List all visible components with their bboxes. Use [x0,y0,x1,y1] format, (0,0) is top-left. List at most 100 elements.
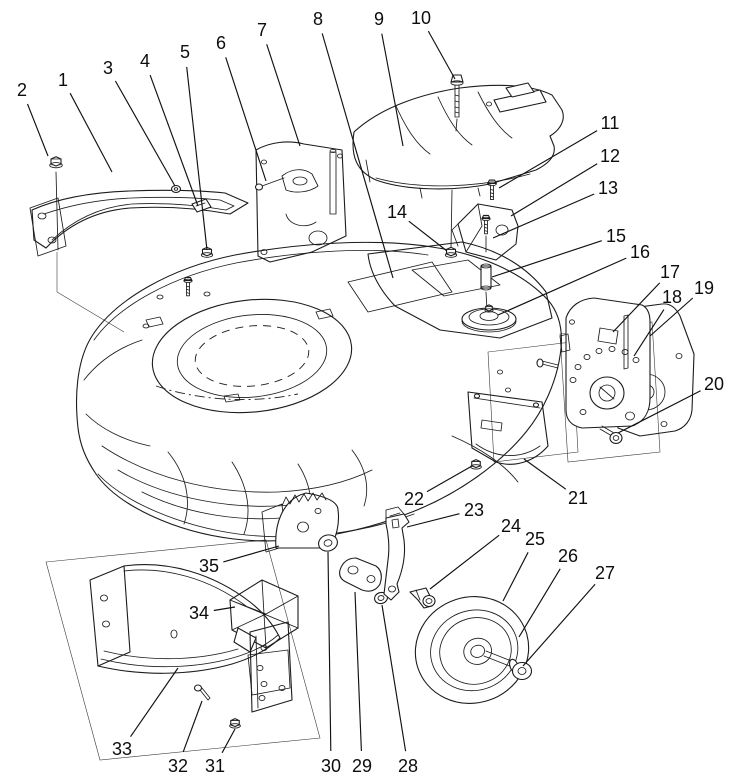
deflector-part33 [90,565,292,712]
leader-line-10 [428,31,455,79]
bracket-part12 [458,204,518,260]
callout-label-30: 30 [321,756,341,776]
leader-line-25 [503,552,528,601]
callout-label-5: 5 [180,42,190,62]
callout-31: 31 [205,729,235,776]
leader-line-7 [267,44,300,146]
leader-line-32 [183,701,202,752]
hex-bolt-part10 [451,75,463,248]
leader-line-23 [407,514,460,527]
callout-24: 24 [430,516,521,589]
side-plates-parts17-19 [537,298,694,444]
callout-label-14: 14 [387,202,407,222]
leader-line-20 [618,391,701,433]
leader-line-30 [328,552,331,751]
callout-label-31: 31 [205,756,225,776]
leader-line-19 [650,298,693,336]
callout-label-28: 28 [398,756,418,776]
pivot-pin-part18 [624,315,628,369]
callout-label-16: 16 [630,242,650,262]
callout-15: 15 [492,226,626,277]
callout-29: 29 [352,592,372,776]
callout-label-34: 34 [189,603,209,623]
hex-bolt-part20 [600,426,622,444]
callout-label-3: 3 [103,58,113,78]
callout-label-6: 6 [216,33,226,53]
callout-label-24: 24 [501,516,521,536]
leader-line-13 [493,194,594,238]
callout-label-21: 21 [568,488,588,508]
callout-label-11: 11 [601,113,620,133]
leader-line-35 [223,546,279,562]
callout-label-12: 12 [600,146,620,166]
flange-nut-part2 [49,156,63,250]
leader-line-11 [499,131,597,188]
callout-label-17: 17 [660,262,680,282]
leader-line-18 [634,310,664,356]
callout-20: 20 [618,374,724,433]
callout-label-23: 23 [464,500,484,520]
callout-label-15: 15 [606,226,626,246]
callout-30: 30 [321,552,341,776]
screw-part32 [195,685,211,700]
callout-10: 10 [411,8,455,79]
callout-label-27: 27 [595,563,615,583]
leader-line-15 [492,241,602,277]
callout-12: 12 [511,146,620,216]
axle-bolt-part27 [484,651,532,680]
leader-line-34 [214,607,235,611]
carriage-bolt [537,359,558,368]
callout-26: 26 [519,546,578,637]
callout-35: 35 [199,546,279,576]
callout-label-33: 33 [112,739,132,759]
discharge-chute-part34 [230,580,298,695]
hex-bolt-part11 [487,179,497,201]
callout-label-2: 2 [17,80,27,100]
flange-nut-part14 [444,246,458,258]
leader-line-1 [70,93,112,172]
adjuster-link-part29 [340,558,382,591]
leader-line-21 [524,459,566,489]
callout-label-29: 29 [352,756,372,776]
leader-line-6 [226,57,266,181]
leader-line-33 [131,668,179,737]
callout-14: 14 [387,202,447,251]
callout-32: 32 [168,701,202,776]
callout-16: 16 [498,242,650,315]
callout-label-7: 7 [257,20,267,40]
callout-28: 28 [382,605,418,776]
callout-label-26: 26 [558,546,578,566]
callout-2: 2 [17,80,48,156]
chute-bracket [248,650,290,695]
leader-line-31 [222,729,235,753]
callout-label-22: 22 [404,489,424,509]
leader-line-26 [519,569,560,637]
height-adjust-plate-part17 [560,298,650,428]
leader-line-12 [511,164,597,216]
gear-segment-part35 [276,493,339,548]
callout-3: 3 [103,58,175,186]
leader-line-9 [382,34,403,146]
callout-34: 34 [189,603,235,623]
callout-label-20: 20 [704,374,724,394]
leader-line-3 [115,81,175,186]
callout-label-32: 32 [168,756,188,776]
callout-17: 17 [613,262,680,332]
deck-rim-bolt [183,276,193,297]
callout-21: 21 [524,459,588,508]
pulley-part16 [462,304,516,332]
mower-deck-housing [77,242,562,541]
callout-9: 9 [374,9,403,146]
leader-line-8 [322,33,393,278]
leader-line-24 [430,535,499,589]
callout-5: 5 [180,42,207,250]
leader-line-29 [355,592,361,751]
callout-label-4: 4 [140,51,150,71]
callout-25: 25 [503,529,545,601]
brake-bracket-stack-parts11-16 [444,179,518,332]
height-adjuster-group [262,493,435,608]
callout-18: 18 [634,287,682,356]
wheel-bushing-part25 [460,635,495,668]
